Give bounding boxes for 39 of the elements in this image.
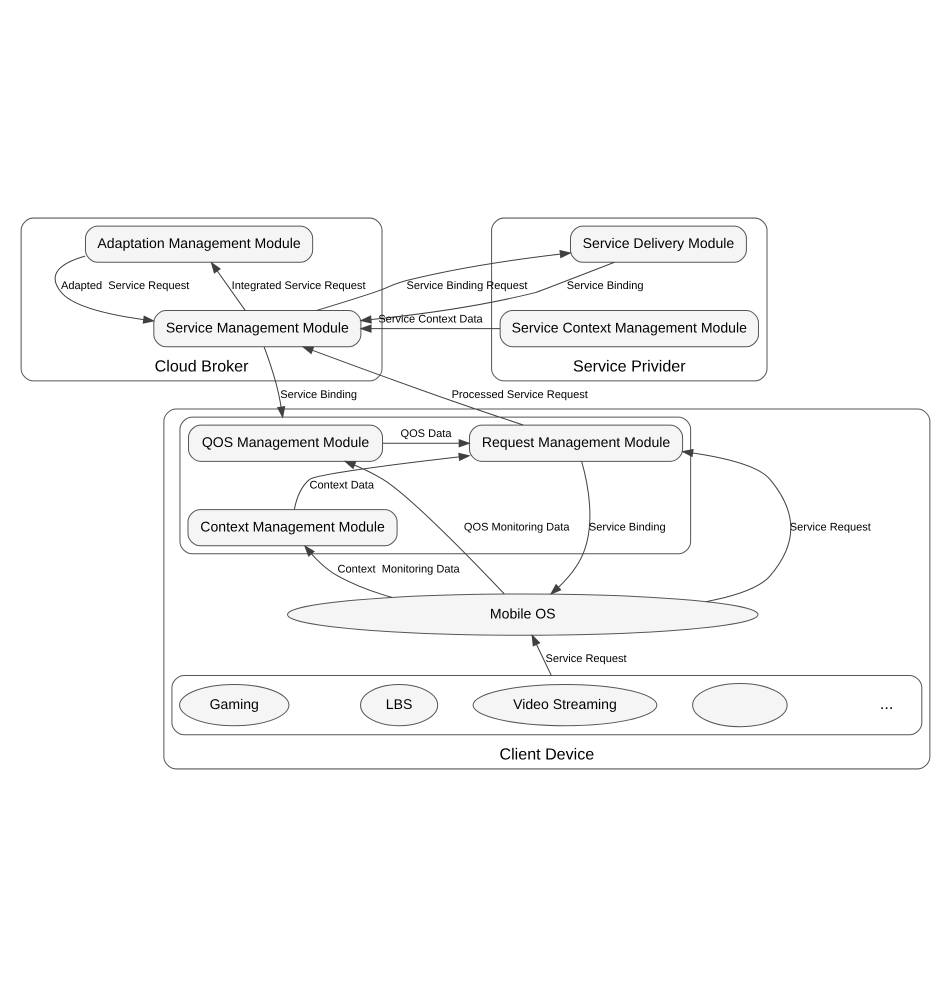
node-box: Context Management Module (187, 509, 398, 546)
edge-label: QOS Data (400, 428, 451, 440)
node-ellipse: Video Streaming (472, 684, 657, 726)
label: ... (879, 694, 893, 713)
edge-label: Context Monitoring Data (337, 564, 460, 576)
node-box: Service Delivery Module (570, 226, 746, 263)
arrow (382, 439, 470, 448)
edge-label: Context Data (309, 479, 374, 492)
edge-label: Service Binding (588, 521, 666, 534)
edge-label: QOS Monitoring Data (463, 521, 570, 534)
arrow (293, 452, 470, 510)
arrow (549, 461, 590, 595)
arrow (303, 544, 392, 598)
node-ellipse: LBS (360, 684, 438, 726)
arrow (358, 262, 614, 324)
node-box: Service Context Management Module (499, 310, 758, 348)
edge-label: Processed Service Request (451, 388, 588, 401)
arrow (210, 261, 246, 311)
node-ellipse (692, 683, 788, 728)
edge-label: Adapted Service Request (60, 280, 189, 292)
edge-label: Integrated Service Request (231, 280, 366, 292)
node-box: Service Management Module (152, 310, 361, 348)
arrow (358, 324, 500, 333)
arrow (316, 250, 572, 311)
arrow (530, 634, 552, 676)
node-box: Adaptation Management Module (84, 226, 313, 263)
cluster (178, 416, 691, 554)
node-ellipse: Mobile OS (286, 594, 758, 636)
edge-label: Service Binding (280, 388, 357, 401)
node-box: Request Management Module (468, 424, 683, 462)
arrow (263, 346, 285, 419)
arrow (343, 460, 504, 594)
arrow (680, 448, 791, 602)
edge-label: Service Binding (566, 280, 644, 292)
node-box: QOS Management Module (188, 424, 383, 462)
arrow (54, 256, 155, 324)
cluster (170, 674, 922, 736)
node-ellipse: Gaming (178, 684, 289, 726)
edge-label: Service Request (545, 653, 626, 666)
